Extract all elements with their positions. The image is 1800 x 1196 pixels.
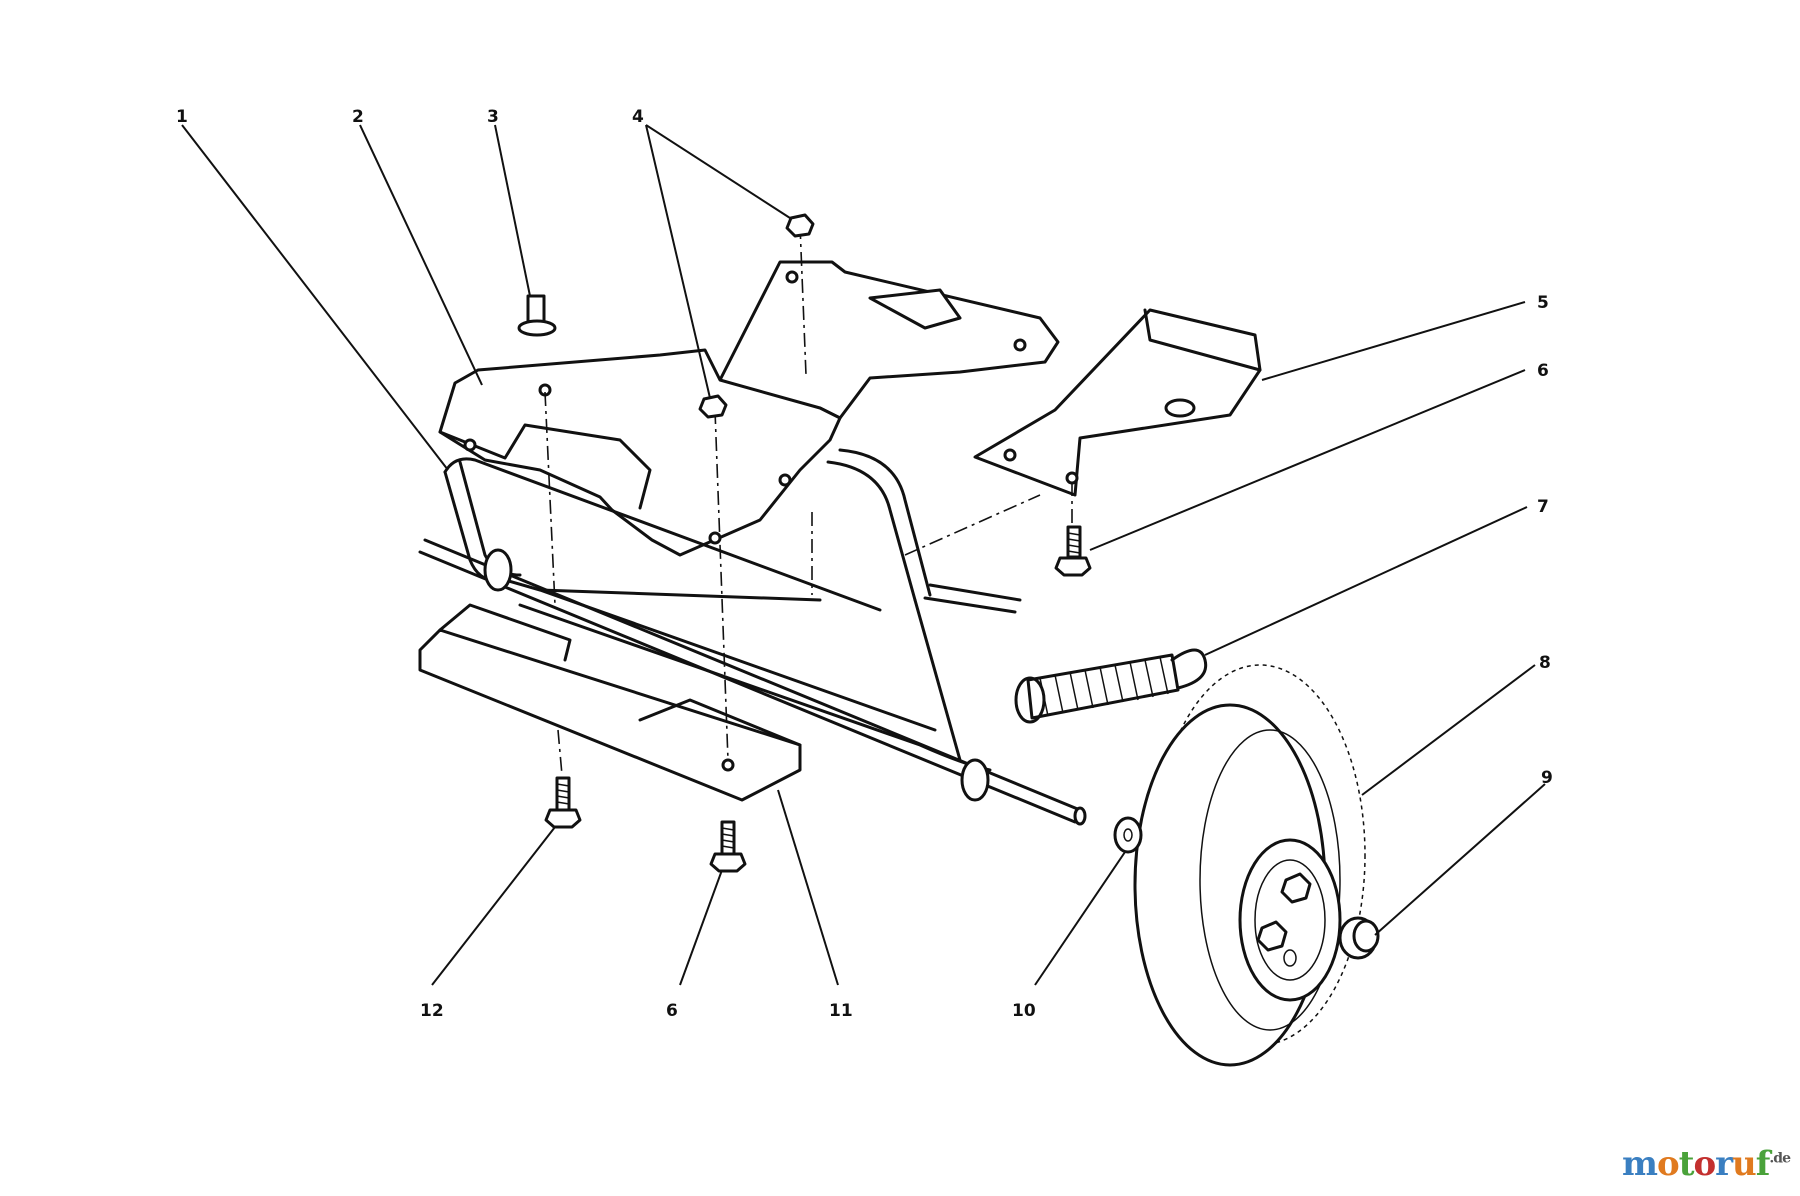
watermark-letter: r (1715, 1144, 1733, 1184)
callout-12: 12 (420, 1001, 444, 1021)
lock-nut-lower (698, 394, 728, 419)
callout-7: 7 (1537, 497, 1549, 517)
callout-8: 8 (1539, 653, 1551, 673)
carriage-bolt-6-lower (720, 820, 736, 856)
bracket-slot (868, 288, 962, 330)
front-bracket-hole (1164, 398, 1196, 418)
callout-1: 1 (176, 107, 188, 127)
callout-6-lower: 6 (666, 1001, 678, 1021)
lock-nut-top (785, 213, 815, 238)
carriage-bolt-12 (555, 776, 571, 812)
callout-9: 9 (1541, 768, 1553, 788)
bail-handle-leg (913, 598, 962, 762)
watermark-letter: o (1657, 1144, 1680, 1184)
watermark-letter: m (1622, 1144, 1658, 1184)
flat-washer-10 (1113, 816, 1143, 854)
watermark-logo: motoruf.de (1622, 1144, 1791, 1184)
watermark-letter: u (1732, 1144, 1757, 1184)
channel-tab (438, 603, 572, 662)
axle-collar (483, 548, 513, 592)
channel-notch (638, 698, 802, 747)
bracket-hole (785, 270, 799, 284)
callout-11: 11 (829, 1001, 853, 1021)
extension-spring (1014, 648, 1208, 724)
callout-5: 5 (1537, 293, 1549, 313)
watermark-letter: t (1678, 1144, 1695, 1184)
bail-handle-side (838, 448, 932, 597)
main-height-plate (438, 348, 842, 557)
axle-collar (960, 758, 990, 802)
callout-3: 3 (487, 107, 499, 127)
watermark-letter: o (1693, 1144, 1716, 1184)
callout-2: 2 (352, 107, 364, 127)
axle-stub (928, 583, 1022, 602)
watermark-suffix: .de (1769, 1150, 1791, 1167)
plate-hole (778, 473, 792, 487)
front-bracket-flange (1143, 308, 1262, 372)
watermark-letter: f (1755, 1144, 1771, 1184)
lower-channel-bracket (418, 628, 802, 802)
wheel-hub (1238, 838, 1342, 1002)
callout-6: 6 (1537, 361, 1549, 381)
bracket-hole (1013, 338, 1027, 352)
bail-handle-side-inner (826, 460, 917, 602)
plate-flange (438, 423, 652, 510)
plate-hole (463, 438, 477, 452)
shoulder-bolt-3 (526, 294, 546, 324)
leader-lines (181, 124, 1546, 986)
plate-hole (708, 531, 722, 545)
callout-10: 10 (1012, 1001, 1036, 1021)
callout-4: 4 (632, 107, 644, 127)
wheel-tire (1133, 664, 1366, 1067)
